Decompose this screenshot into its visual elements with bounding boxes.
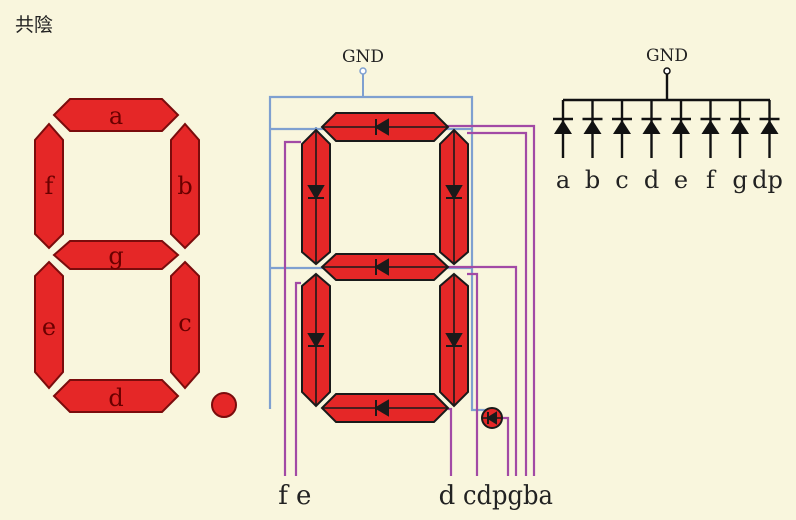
schematic-diode-c (612, 100, 632, 158)
schematic-pin-label-e: e (674, 166, 688, 194)
segment-b (170, 122, 200, 250)
diode-symbols (307, 118, 497, 425)
pin-label-f: f (278, 481, 290, 511)
schematic-diode-b (582, 100, 603, 158)
segment-a (52, 98, 180, 132)
pin-label-d: d (439, 481, 456, 511)
diode-dp (486, 411, 497, 425)
schematic-pin-label-a: a (556, 166, 570, 194)
decimal-point (211, 392, 237, 418)
diagram-title: 共陰 (15, 14, 54, 36)
schematic-pin-label-c: c (615, 166, 628, 194)
segment-f (34, 122, 64, 250)
segment-label-c: c (178, 309, 191, 337)
segment-e (34, 260, 64, 390)
segment-letter-labels: a b c d e f g (42, 102, 193, 412)
diode-g (374, 258, 389, 276)
segment-label-b: b (177, 172, 192, 200)
segment-g (52, 240, 180, 270)
diode-d (374, 399, 389, 417)
diode-c (445, 333, 463, 348)
segment-label-a: a (109, 102, 123, 130)
schematic-diode-f (700, 100, 721, 158)
schematic-pin-label-g: g (732, 166, 747, 194)
labelled-display (34, 98, 237, 418)
diode-a (374, 118, 389, 136)
segment-label-e: e (42, 313, 56, 341)
segment-d (52, 379, 180, 413)
schematic-diode-dp (759, 100, 780, 158)
schematic: GND (563, 46, 770, 102)
diode-e (307, 333, 325, 348)
schematic-diode-a (553, 100, 573, 158)
segment-label-d: d (108, 384, 123, 412)
schematic-pin-label-dp: dp (752, 166, 783, 194)
signal-wiring (283, 124, 536, 476)
segment-label-g: g (108, 242, 123, 270)
diode-b (445, 185, 463, 200)
ground-terminal: GND (342, 47, 384, 97)
diode-f (307, 185, 325, 200)
schematic-diode-g (730, 100, 750, 158)
segment-c (170, 260, 200, 390)
segment-label-f: f (45, 172, 56, 200)
schematic-pin-label-d: d (644, 166, 659, 194)
pin-label-group: cdpgba (463, 481, 553, 511)
schematic-diode-e (671, 100, 691, 158)
schematic-pin-label-f: f (706, 166, 717, 194)
pin-label-e: e (296, 481, 311, 511)
schematic-pin-label-b: b (585, 166, 600, 194)
schematic-diodes (553, 100, 780, 158)
ground-label-right: GND (646, 46, 688, 66)
schematic-diode-d (641, 100, 662, 158)
ground-label-middle: GND (342, 47, 384, 67)
